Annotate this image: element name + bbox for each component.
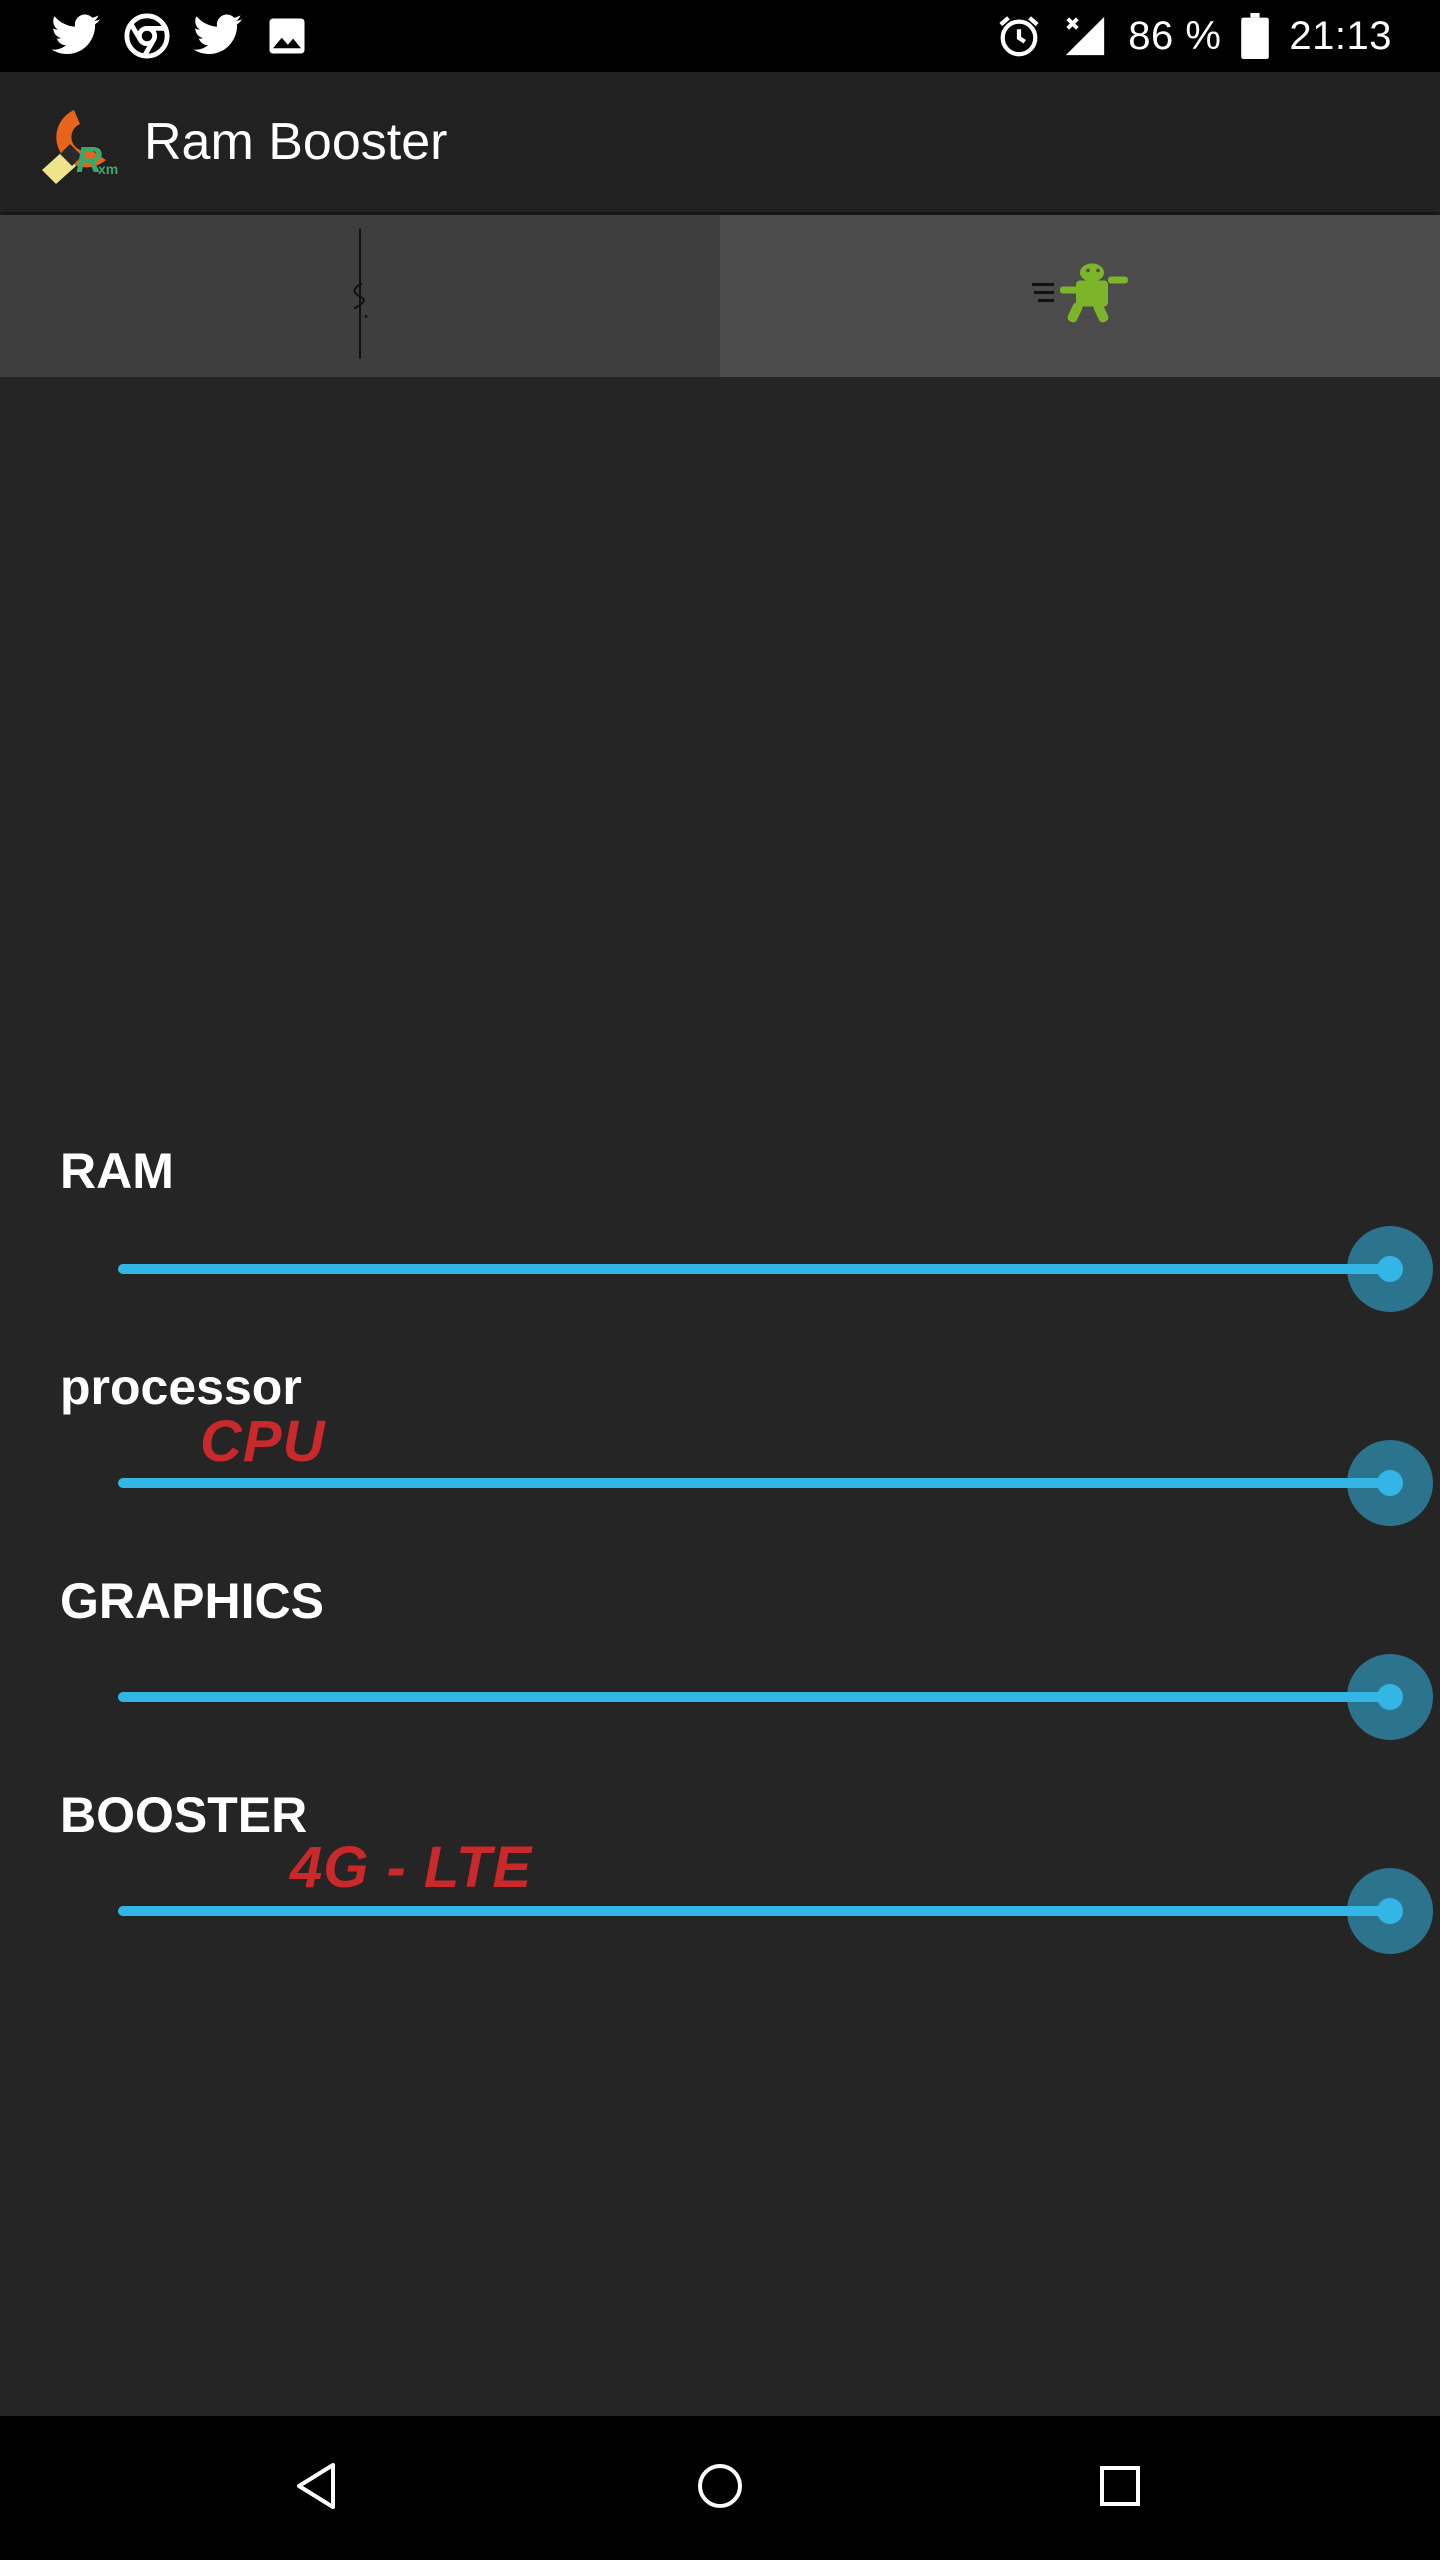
slider-track[interactable] bbox=[118, 1440, 1433, 1526]
slider-label: GRAPHICS bbox=[60, 1573, 324, 1629]
ram-booster-logo-icon: R xm bbox=[36, 100, 128, 186]
image-icon bbox=[266, 15, 308, 57]
chrome-icon bbox=[124, 13, 170, 59]
tab-gauge[interactable] bbox=[0, 215, 720, 377]
slider-track[interactable] bbox=[118, 1226, 1433, 1312]
slider-label: BOOSTER bbox=[60, 1787, 308, 1843]
back-icon bbox=[293, 2461, 339, 2516]
app-bar: R xm Ram Booster bbox=[0, 72, 1440, 212]
system-status: 86 % 21:13 bbox=[996, 10, 1392, 62]
app-title: Ram Booster bbox=[144, 113, 448, 171]
slider-track[interactable] bbox=[118, 1868, 1433, 1954]
slider-fill bbox=[118, 1906, 1390, 1916]
signal-no-data-icon bbox=[1062, 13, 1108, 59]
twitter-icon bbox=[192, 14, 244, 58]
slider-track[interactable] bbox=[118, 1654, 1433, 1740]
slider-sub-label: 4G - LTE bbox=[290, 1835, 533, 1900]
home-button[interactable] bbox=[684, 2452, 756, 2524]
clock: 21:13 bbox=[1289, 13, 1392, 58]
battery-percent: 86 % bbox=[1128, 13, 1222, 58]
slider-thumb[interactable] bbox=[1347, 1868, 1433, 1954]
slider-fill bbox=[118, 1264, 1390, 1274]
slider-thumb[interactable] bbox=[1347, 1440, 1433, 1526]
gauge-needle-icon bbox=[340, 228, 380, 364]
alarm-icon bbox=[996, 13, 1042, 59]
running-android-icon bbox=[1030, 259, 1130, 334]
slider-sub-label: CPU bbox=[200, 1409, 326, 1474]
slider-fill bbox=[118, 1478, 1390, 1488]
slider-thumb[interactable] bbox=[1347, 1226, 1433, 1312]
tab-boost[interactable] bbox=[720, 215, 1440, 377]
home-icon bbox=[695, 2461, 745, 2516]
status-bar: 86 % 21:13 bbox=[0, 0, 1440, 72]
navigation-bar bbox=[0, 2416, 1440, 2560]
svg-text:R: R bbox=[76, 139, 102, 180]
slider-fill bbox=[118, 1692, 1390, 1702]
twitter-icon bbox=[50, 14, 102, 58]
battery-icon bbox=[1241, 13, 1270, 59]
back-button[interactable] bbox=[280, 2452, 352, 2524]
recents-icon bbox=[1098, 2464, 1142, 2513]
svg-text:xm: xm bbox=[98, 161, 118, 177]
slider-label: processor bbox=[60, 1359, 302, 1415]
tab-bar bbox=[0, 215, 1440, 377]
slider-thumb[interactable] bbox=[1347, 1654, 1433, 1740]
recents-button[interactable] bbox=[1084, 2452, 1156, 2524]
slider-label: RAM bbox=[60, 1143, 174, 1199]
notification-icons bbox=[50, 10, 308, 62]
